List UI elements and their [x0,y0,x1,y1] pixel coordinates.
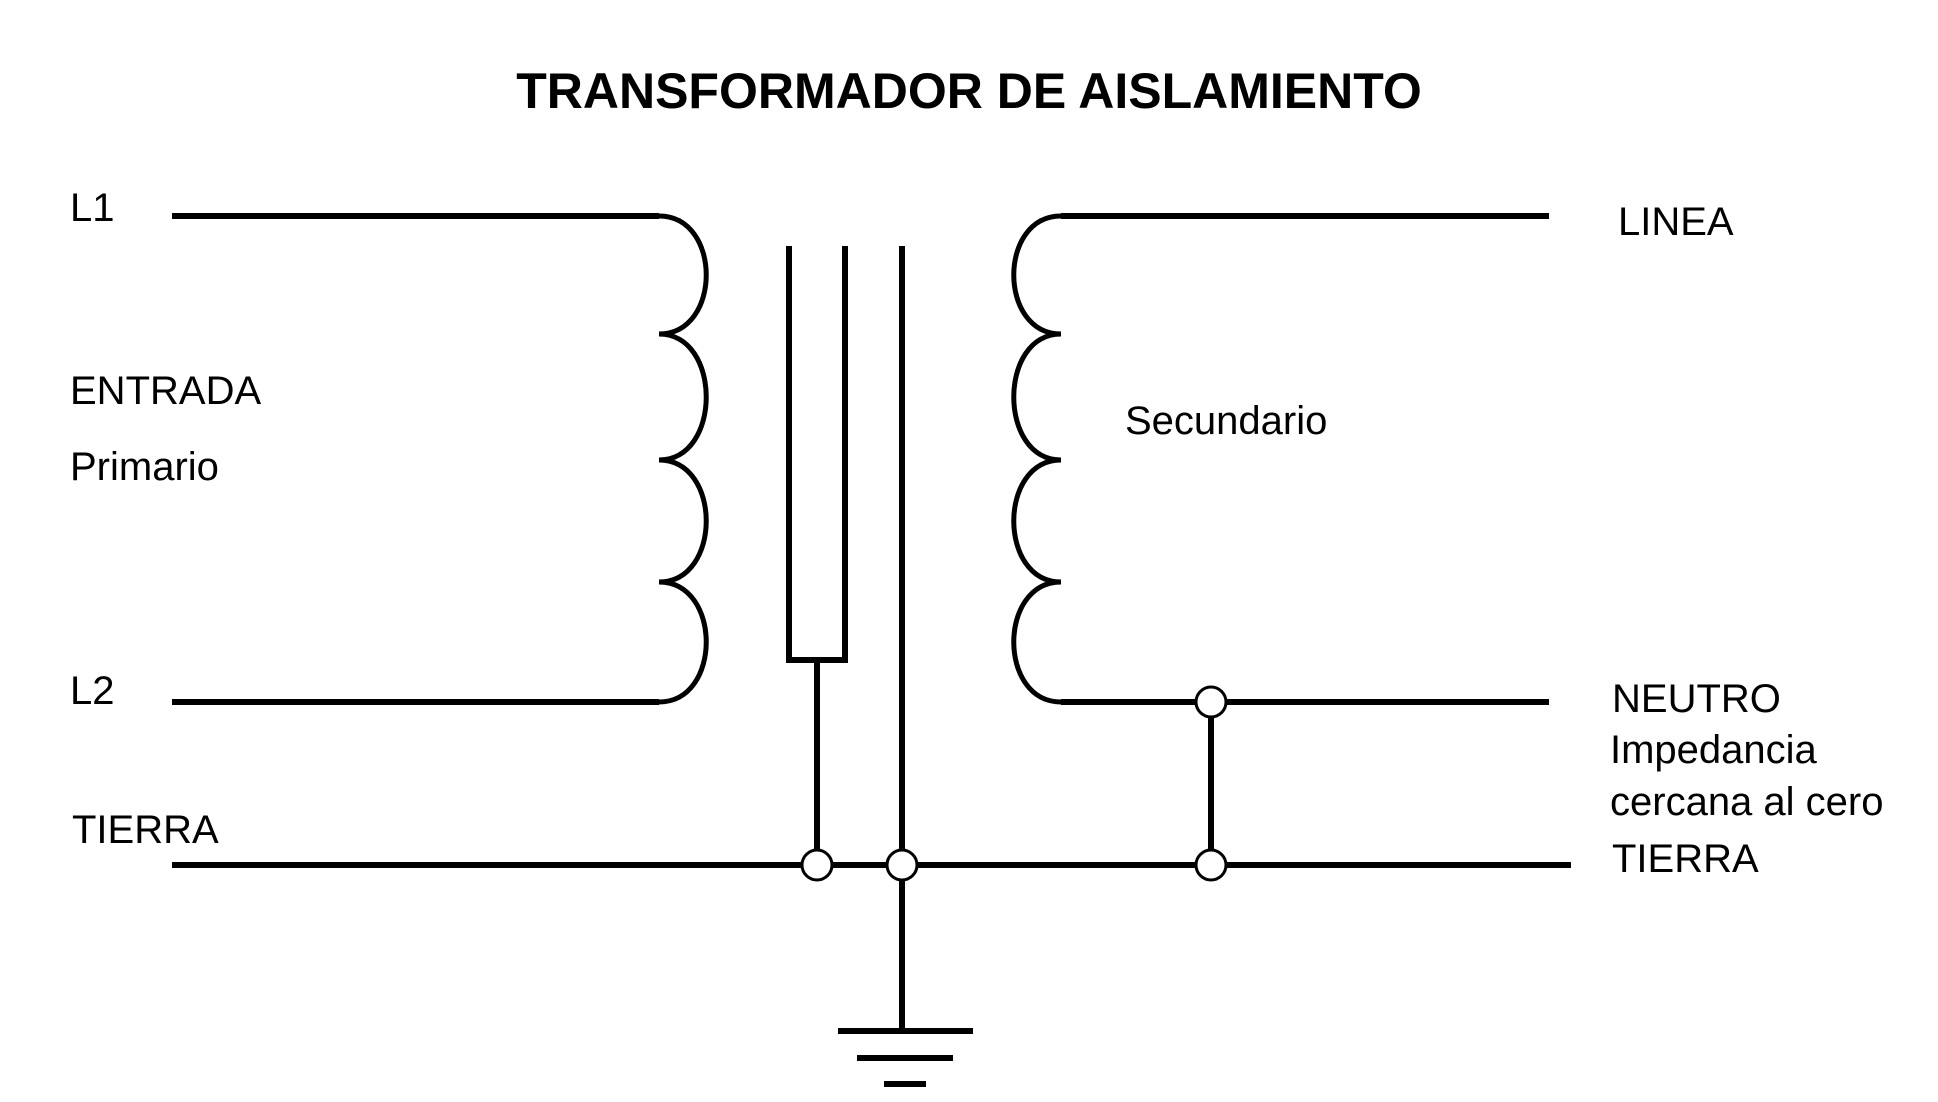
label-cercana: cercana al cero [1610,780,1883,824]
label-linea: LINEA [1618,200,1734,244]
label-entrada: ENTRADA [70,369,261,413]
primary-coil [658,213,709,705]
junction-node-core [885,848,919,882]
shield-loop [786,246,848,663]
label-primario: Primario [70,445,219,489]
secondary-coil [1011,213,1062,705]
junction-node-neutro [1194,685,1228,719]
label-neutro: NEUTRO [1612,677,1781,721]
label-secundario: Secundario [1125,399,1327,443]
junction-node-ground-bond [1194,848,1228,882]
diagram-title: TRANSFORMADOR DE AISLAMIENTO [516,63,1422,119]
label-l2: L2 [70,669,115,713]
label-l1: L1 [70,186,115,230]
label-impedancia: Impedancia [1610,728,1818,772]
label-tierra-right: TIERRA [1612,837,1759,881]
label-tierra-left: TIERRA [72,808,219,852]
junction-node-shield [800,848,834,882]
ground-icon [838,1028,973,1087]
